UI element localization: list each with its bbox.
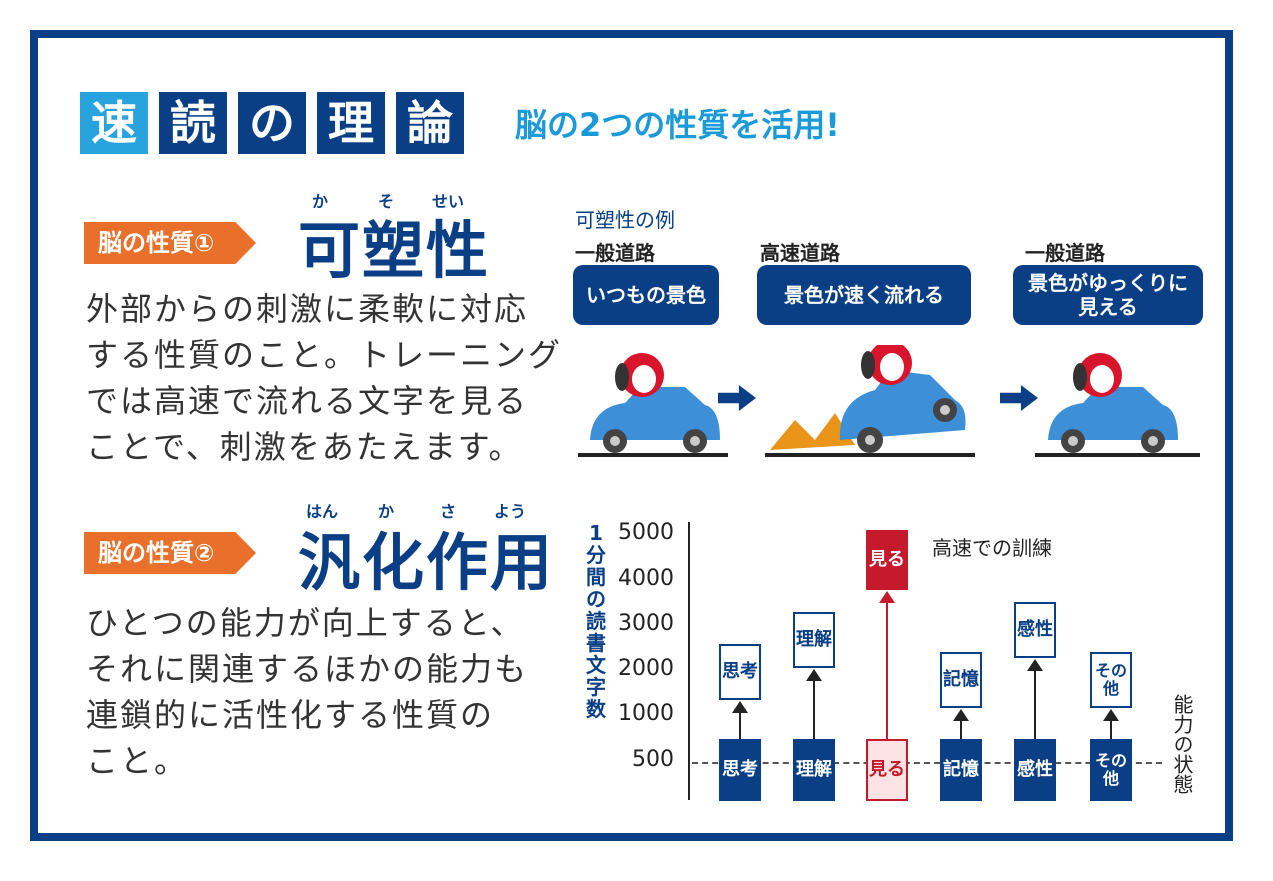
- growth-line-highlight: [886, 601, 888, 739]
- baseline-dashed-line: [692, 762, 1162, 764]
- road-label-2: 高速道路: [760, 241, 840, 265]
- skill-top-see: 見る: [866, 530, 908, 590]
- ytick: 3000: [618, 611, 674, 636]
- title-char-4: 理: [317, 92, 385, 154]
- property2-line: こと。: [86, 742, 189, 780]
- property1-line: ことで、刺激をあたえます。: [86, 428, 523, 466]
- property2-line: 連鎖的に活性化する性質の: [86, 696, 495, 734]
- growth-line: [739, 711, 741, 739]
- baseline-label: 能力の状態: [1170, 694, 1194, 794]
- property1-line: する性質のこと。トレーニング: [86, 336, 563, 374]
- ytick: 5000: [618, 520, 674, 545]
- arrow-up-icon: [732, 701, 748, 713]
- growth-line: [960, 719, 962, 739]
- property1-line: では高速で流れる文字を見る: [86, 382, 529, 420]
- property2-tag: 脳の性質②: [84, 532, 256, 574]
- car-scene-illustration: [578, 345, 1200, 457]
- title-char-5: 論: [396, 92, 464, 154]
- chart-y-axis: [688, 522, 690, 800]
- chart-ylabel: 1分間の読書文字数: [586, 521, 606, 721]
- ruby-sei: せい: [432, 192, 465, 211]
- ytick: 2000: [618, 656, 674, 681]
- title-char-2: 読: [159, 92, 227, 154]
- property1-term: 可塑性: [298, 214, 491, 287]
- road-label-3: 一般道路: [1025, 241, 1105, 265]
- skill-bottom-understanding: 理解: [793, 739, 835, 801]
- growth-line: [1110, 719, 1112, 739]
- skill-top-understanding: 理解: [793, 612, 835, 668]
- training-label: 高速での訓練: [932, 536, 1052, 560]
- caption-pill-1: いつもの景色: [573, 265, 719, 325]
- skill-bottom-see: 見る: [866, 739, 908, 801]
- ruby-so: そ: [378, 192, 395, 211]
- skill-top-thinking: 思考: [719, 644, 761, 700]
- car-icon-2: [770, 345, 966, 453]
- skill-bottom-thinking: 思考: [719, 739, 761, 801]
- property1-tag: 脳の性質①: [84, 222, 256, 264]
- title-char-1: 速: [80, 92, 148, 154]
- example-title: 可塑性の例: [575, 208, 675, 232]
- caption-pill-2: 景色が速く流れる: [757, 265, 971, 325]
- car-icon-3: [1048, 353, 1178, 453]
- property1-line: 外部からの刺激に柔軟に対応: [86, 290, 529, 328]
- property2-term: 汎化作用: [298, 526, 555, 599]
- arrow-up-icon: [806, 669, 822, 681]
- ytick: 1000: [618, 701, 674, 726]
- skill-top-memory: 記憶: [940, 652, 982, 708]
- skill-bottom-sensitivity: 感性: [1014, 739, 1056, 801]
- car-icon-1: [590, 353, 720, 453]
- growth-line: [1034, 669, 1036, 739]
- road-label-1: 一般道路: [575, 241, 655, 265]
- ytick: 500: [632, 747, 674, 772]
- property1-body: 外部からの刺激に柔軟に対応 する性質のこと。トレーニング では高速で流れる文字を…: [86, 286, 562, 470]
- skill-top-sensitivity: 感性: [1014, 602, 1056, 658]
- ruby-ka2: か: [378, 502, 395, 521]
- property2-body: ひとつの能力が向上すると、 それに関連するほかの能力も 連鎖的に活性化する性質の…: [86, 600, 528, 784]
- ruby-ka: か: [312, 192, 329, 211]
- title-char-3: の: [238, 92, 306, 154]
- arrow-up-icon: [953, 709, 969, 721]
- skill-bottom-other: その他: [1090, 739, 1132, 801]
- property2-line: それに関連するほかの能力も: [86, 650, 529, 688]
- skill-top-other: その他: [1090, 652, 1132, 708]
- growth-line: [813, 679, 815, 739]
- ytick: 4000: [618, 566, 674, 591]
- skill-bottom-memory: 記憶: [940, 739, 982, 801]
- arrow-up-icon: [879, 591, 895, 603]
- arrow-up-icon: [1027, 659, 1043, 671]
- ruby-han: はん: [306, 502, 339, 521]
- ruby-you: よう: [494, 502, 527, 521]
- property2-line: ひとつの能力が向上すると、: [86, 604, 525, 642]
- caption-pill-3: 景色がゆっくりに見える: [1013, 265, 1203, 325]
- subtitle: 脳の2つの性質を活用!: [515, 106, 840, 144]
- ruby-sa: さ: [440, 502, 457, 521]
- arrow-up-icon: [1103, 709, 1119, 721]
